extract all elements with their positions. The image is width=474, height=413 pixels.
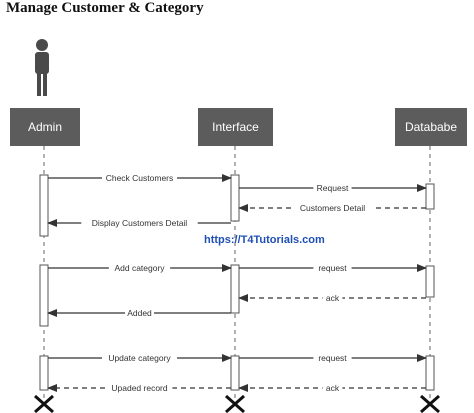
participant-label: Admin	[28, 120, 62, 134]
message-label: Check Customers	[106, 173, 174, 183]
message-label-bg	[102, 352, 177, 363]
message-label-bg	[322, 382, 343, 393]
activation-bar-database	[425, 265, 435, 298]
page-title: Manage Customer & Category	[6, 0, 204, 16]
activation-bar-database	[425, 183, 435, 210]
activation-bar-admin	[39, 355, 49, 391]
activation-bar-interface	[230, 355, 240, 391]
message: Display Customers Detail	[47, 217, 231, 228]
watermark-url: https://T4Tutorials.com	[204, 234, 325, 246]
message: Customers Detail	[238, 202, 426, 213]
message-label-bg	[108, 262, 171, 273]
message-label-bg	[106, 382, 173, 393]
message: request	[239, 262, 427, 273]
message: Upaded record	[47, 382, 231, 393]
message-label-bg	[313, 352, 352, 363]
message-label-bg	[102, 172, 177, 183]
participant-label: Interface	[212, 120, 259, 134]
message: Request	[239, 182, 427, 193]
message-label-bg	[81, 217, 198, 228]
admin-actor-icon	[35, 39, 49, 96]
message: Added	[47, 307, 231, 318]
message-label: request	[318, 263, 347, 273]
message-label: request	[318, 353, 347, 363]
message-label-bg	[125, 307, 154, 318]
message-label: ack	[326, 293, 340, 303]
message: Update category	[48, 352, 232, 363]
message: request	[239, 352, 427, 363]
message-label: Update category	[108, 353, 171, 363]
message-label-bg	[313, 262, 352, 273]
message: Add category	[48, 262, 232, 273]
destroy-mark-icon	[225, 394, 245, 413]
message: ack	[238, 382, 426, 393]
message-label: Added	[127, 308, 152, 318]
message-label-bg	[292, 202, 373, 213]
activation-bar-database	[425, 355, 435, 391]
message: ack	[238, 292, 426, 303]
destroy-mark-icon	[420, 394, 440, 413]
participant-admin: Admin	[10, 108, 80, 146]
activation-bar-interface	[230, 264, 240, 314]
participant-label: Datababe	[405, 120, 457, 134]
message-label: Display Customers Detail	[92, 218, 188, 228]
activation-bar-admin	[39, 264, 49, 327]
participant-interface: Interface	[198, 108, 273, 146]
destroy-mark-icon	[34, 394, 54, 413]
message-label: Customers Detail	[300, 203, 365, 213]
message-label-bg	[322, 292, 343, 303]
message-label: Request	[317, 183, 349, 193]
activation-bar-interface	[230, 174, 240, 222]
message: Check Customers	[48, 172, 232, 183]
participant-database: Datababe	[395, 108, 467, 146]
message-label-bg	[313, 182, 352, 193]
message-label: ack	[326, 383, 340, 393]
message-label: Add category	[114, 263, 165, 273]
activation-bar-admin	[39, 174, 49, 237]
message-label: Upaded record	[111, 383, 168, 393]
